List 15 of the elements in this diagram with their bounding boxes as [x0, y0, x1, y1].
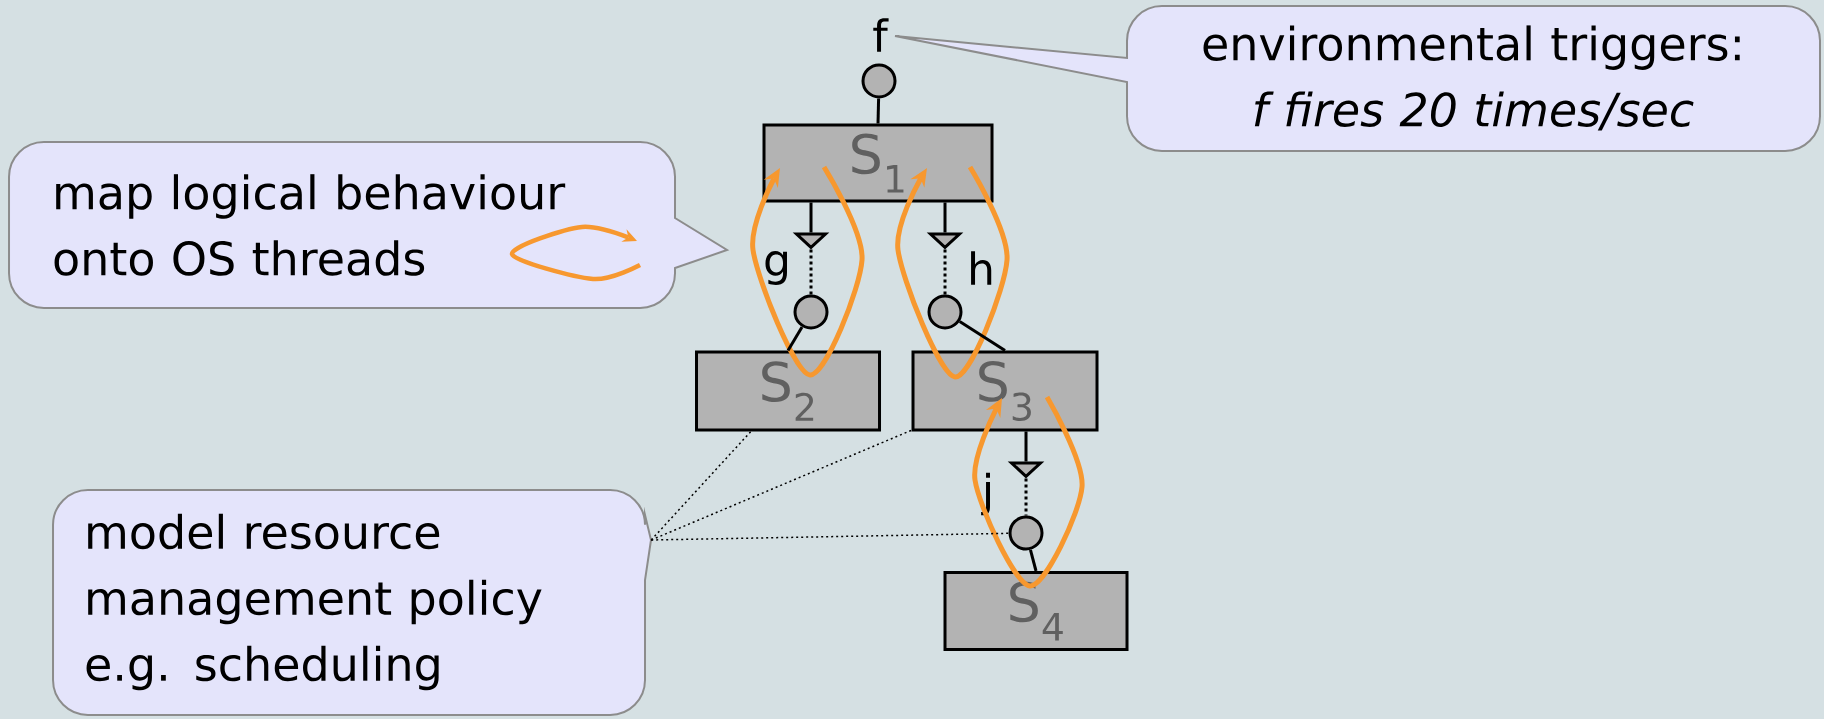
- state-box: S$_{2}$: [695, 350, 881, 432]
- state-box: S$_{3}$: [911, 350, 1099, 432]
- speech-bubble: model resource management policy e.g. scheduling: [52, 489, 652, 716]
- connector: [1029, 549, 1038, 572]
- connector: [786, 326, 804, 352]
- port-label: g: [765, 251, 787, 285]
- state-box: S$_{1}$: [762, 123, 994, 203]
- port-label: h: [971, 251, 992, 285]
- leader-line: [650, 532, 1010, 541]
- connector: [958, 320, 1006, 352]
- speech-bubble: map logical behaviour onto OS threads: [8, 141, 728, 309]
- port-label: f: [873, 18, 889, 52]
- leader-line: [650, 430, 752, 541]
- connector: [876, 98, 881, 124]
- speech-bubble: environmental triggers: f fires 20 times/sec: [894, 5, 1821, 152]
